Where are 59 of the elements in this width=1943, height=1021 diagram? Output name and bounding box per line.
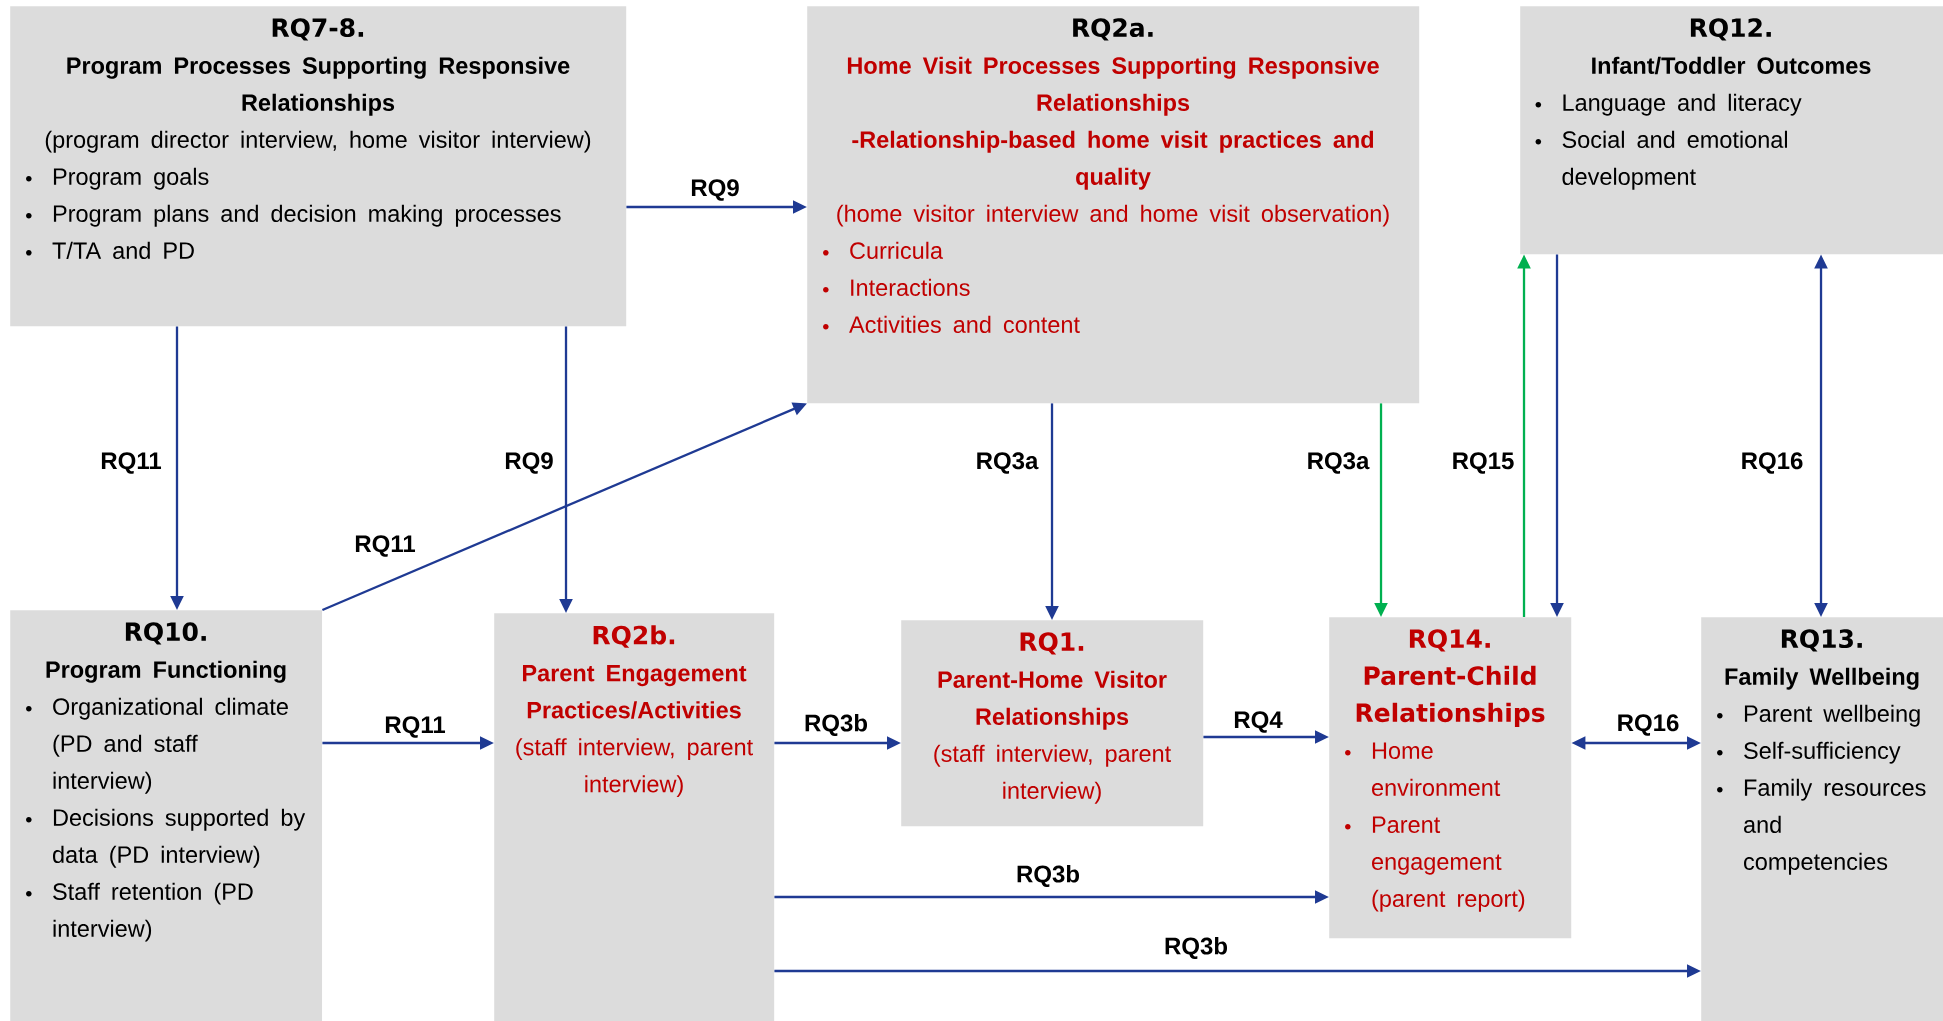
process-box [1329,617,1572,939]
rq-heading: RQ14. [1409,629,1490,652]
process-box [901,620,1204,827]
source-note: (home visitor interview and home visit observation) [837,204,1389,227]
bullet-item: Activities and content [823,315,1080,333]
rq-heading: RQ7-8. [272,18,364,41]
process-box [10,610,323,1021]
box-title: Family Wellbeing [1725,667,1919,690]
bullet-item: Home environment [1345,742,1501,796]
process-box [494,613,775,1021]
edge-label: RQ3b [805,713,868,737]
edge-label: RQ9 [505,452,553,474]
box-title: Parent Engagement Practices/Activities [523,665,747,719]
bullet-item: Program goals [26,167,209,190]
bullet-item: Family resources and competencies [1717,778,1926,875]
box-title: Program Functioning [46,660,286,683]
rq-heading: RQ1. [1020,632,1084,655]
box-title: Parent-Home Visitor Relationships [938,670,1167,730]
edge-label: RQ3b [1017,864,1080,888]
edge-label: RQ16 [1618,714,1679,736]
edge-label: RQ4 [1234,711,1283,733]
edge-label: RQ9 [691,179,739,201]
source-note: (staff interview, parent interview) [934,744,1171,804]
rq-heading: RQ10. [125,622,206,645]
bullet-item: Program plans and decision making processes [26,204,561,227]
process-box [807,6,1420,404]
box-title: Parent-Child Relationships [1356,665,1545,727]
process-box [1520,6,1943,255]
bullet-item: Interactions [823,278,970,296]
bullet-item: T/TA and PD [26,241,194,259]
bullet-item: Decisions supported by data (PD interview) [26,808,306,868]
bullet-item: Language and literacy [1535,93,1802,116]
process-box [10,6,627,327]
rq-heading: RQ2a. [1073,18,1153,41]
bullet-item: Parent engagement (parent report) [1345,816,1525,912]
box-title: Home Visit Processes Supporting Responsive Relationships [847,56,1379,116]
box-title: -Relationship-based home visit practices and quality [852,130,1374,190]
bullet-item: Organizational climate (PD and staff interview) [26,697,288,794]
bullet-item: Curricula [823,241,943,259]
bullet-item: Social and emotional development [1535,130,1787,190]
edge-label: RQ16 [1742,452,1803,474]
edge-label: RQ3a [977,452,1039,474]
edge-label: RQ3b [1165,936,1228,960]
bullet-item: Self-sufficiency [1717,741,1901,764]
bullet-item: Parent wellbeing [1717,704,1920,727]
box-title: Program Processes Supporting Responsive Relationships [67,56,570,116]
edge-label: RQ15 [1453,452,1514,474]
bullet-item: Staff retention (PD interview) [26,882,253,942]
rq-heading: RQ13. [1781,629,1862,652]
box-title: Infant/Toddler Outcomes [1592,56,1871,75]
rq-heading: RQ2b. [593,625,675,648]
edge-label: RQ11 [355,535,415,557]
source-note: (program director interview, home visitor interview) [45,130,591,153]
edge-label: RQ11 [101,452,161,474]
rq-heading: RQ12. [1690,18,1771,41]
source-note: (staff interview, parent interview) [516,738,753,798]
edge-label: RQ11 [385,716,445,738]
edge-label: RQ3a [1308,452,1370,474]
process-box [1701,617,1943,1021]
